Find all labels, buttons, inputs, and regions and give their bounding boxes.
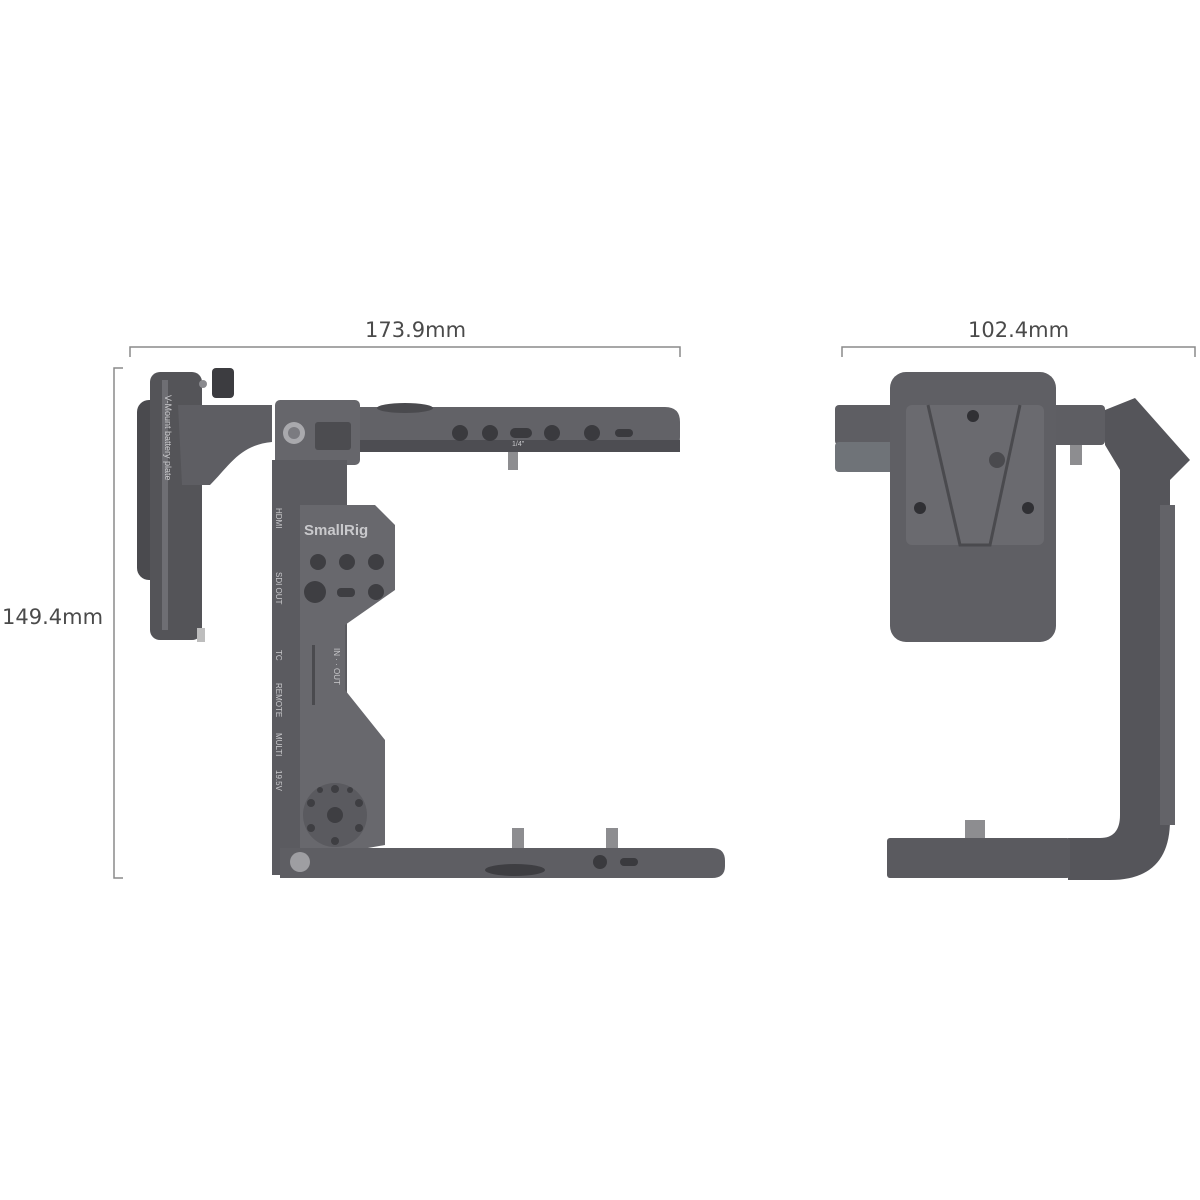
side-plate-holes — [304, 554, 384, 603]
side-bottom-plate — [887, 838, 1070, 878]
thread-marking: 1/4" — [512, 441, 525, 448]
battery-plate-rail — [162, 380, 168, 630]
side-plate-groove — [312, 645, 315, 705]
bottom-slot — [620, 858, 638, 866]
battery-plate-tab — [197, 628, 205, 642]
lock-pin — [199, 380, 207, 388]
side-top-screw — [1070, 445, 1082, 465]
top-screw — [508, 452, 518, 470]
clamp-slot — [315, 422, 351, 450]
side-lever — [835, 442, 903, 472]
v-mount-screws — [914, 410, 1034, 514]
top-bar-boss — [377, 403, 433, 413]
height-dimension-line — [113, 367, 123, 879]
battery-plate-marking: V-Mount battery plate — [163, 395, 173, 481]
port-label-remote: REMOTE — [274, 683, 283, 717]
port-label-sdi-out: SDI OUT — [274, 572, 283, 605]
dimension-lines — [113, 346, 1196, 879]
side-l-arm — [1068, 398, 1190, 880]
port-label-19-5v: 19.5V — [274, 770, 283, 792]
side-bottom-screw — [965, 820, 985, 838]
bottom-recess — [485, 864, 545, 876]
port-label-tc: TC — [274, 650, 283, 661]
port-label-multi: MULTI — [274, 733, 283, 756]
width-side-label: 102.4mm — [968, 318, 1070, 342]
cage-side-view — [835, 372, 1190, 880]
width-front-dimension-line — [129, 346, 681, 357]
height-label: 149.4mm — [2, 605, 104, 629]
brand-logo: SmallRig — [304, 522, 368, 539]
cage-front-view: 1/4" SmallRig HDMI SDI OUT TC REMOTE MUL… — [137, 368, 725, 878]
rosette-holes — [307, 785, 363, 845]
battery-arm — [178, 405, 272, 485]
width-side-dimension-line — [841, 346, 1196, 357]
top-bar-holes — [452, 425, 633, 441]
side-arm-plate — [1160, 505, 1175, 825]
port-label-hdmi: HDMI — [274, 508, 283, 528]
v-mount-groove — [926, 404, 1022, 547]
v-mount-face — [906, 405, 1044, 545]
port-labels: HDMI SDI OUT TC REMOTE MULTI 19.5V IN · … — [163, 395, 341, 792]
bottom-screw-1 — [512, 828, 524, 848]
bottom-bar — [280, 848, 725, 878]
bottom-screw-icon — [290, 852, 310, 872]
top-bar-edge — [340, 440, 680, 452]
in-out-marking: IN · · OUT — [332, 648, 341, 685]
width-front-label: 173.9mm — [365, 318, 467, 342]
lock-knob — [212, 368, 234, 398]
v-mount-latch — [989, 452, 1005, 468]
bottom-screw-2 — [606, 828, 618, 848]
bottom-hole — [593, 855, 607, 869]
